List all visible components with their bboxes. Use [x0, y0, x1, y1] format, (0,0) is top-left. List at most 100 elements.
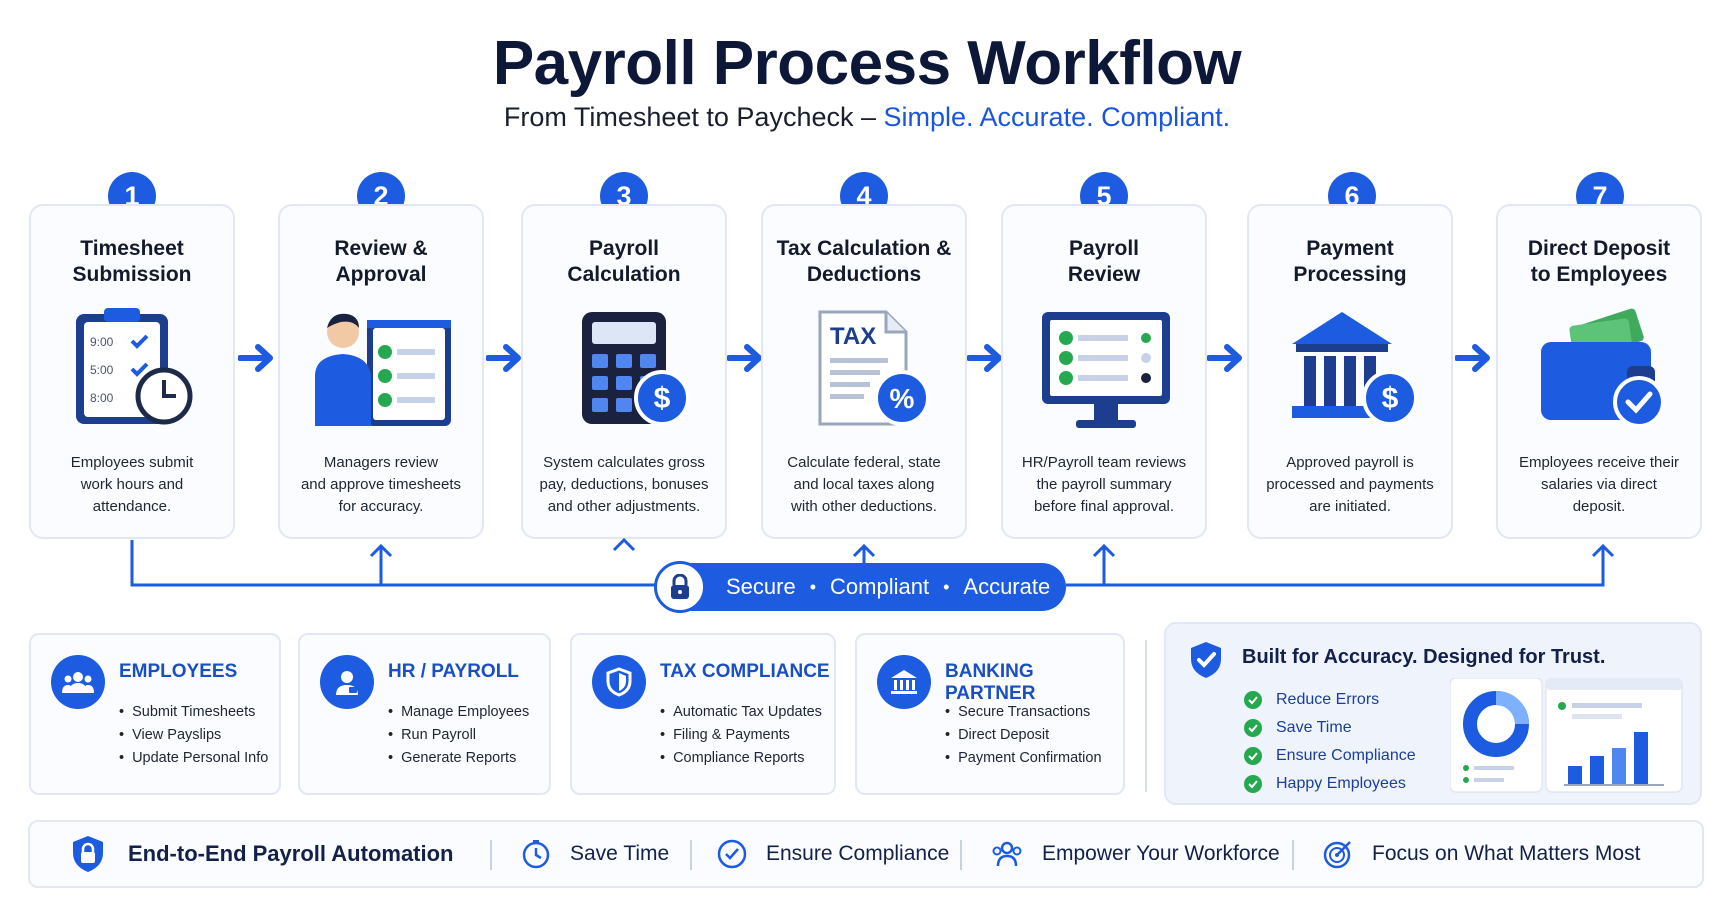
arrow-right-icon — [486, 344, 521, 372]
step-5-desc: HR/Payroll team reviews the payroll summ… — [1021, 454, 1187, 515]
feature-label: Focus on What Matters Most — [1372, 842, 1641, 865]
tax-document-icon: TAX % — [818, 310, 930, 426]
list-item: Secure Transactions — [945, 701, 1102, 724]
pill-dot: • — [943, 576, 950, 597]
feature-label: Empower Your Workforce — [1042, 842, 1280, 865]
manager-review-icon — [315, 313, 451, 426]
stopwatch-icon — [522, 840, 550, 869]
divider — [1292, 840, 1294, 870]
step-2-card: Review & Approval Managers review and ap… — [278, 204, 484, 539]
step-2-title: Review & Approval — [334, 237, 428, 286]
bottom-main-label: End-to-End Payroll Automation — [128, 841, 454, 866]
bank-icon — [877, 655, 931, 709]
step-1-title: Timesheet Submission — [72, 237, 192, 286]
role-card-employees: EMPLOYEES Submit Timesheets View Payslip… — [29, 633, 281, 795]
users-icon — [51, 655, 105, 709]
list-item: Reduce Errors — [1244, 686, 1416, 714]
shield-check-icon — [1191, 642, 1221, 678]
step-5-title: Payroll Review — [1067, 237, 1141, 286]
pill-compliant: Compliant — [830, 574, 930, 599]
step-1-card: Timesheet Submission 9:00 5:00 8:00 Empl… — [29, 204, 235, 539]
arrow-right-icon — [1455, 344, 1490, 372]
page-title: Payroll Process Workflow — [492, 29, 1242, 98]
step-5-card: Payroll Review HR/Payroll team reviews t… — [1001, 204, 1207, 539]
benefit-label: Reduce Errors — [1276, 691, 1380, 708]
list-item: Update Personal Info — [119, 747, 268, 770]
svg-text:$: $ — [654, 382, 671, 415]
page-subtitle: From Timesheet to Paycheck – Simple. Acc… — [0, 102, 1734, 133]
feature-label: Save Time — [570, 842, 670, 865]
tax-label: TAX — [830, 323, 876, 350]
step-4-desc: Calculate federal, state and local taxes… — [787, 454, 941, 515]
role-list: Automatic Tax Updates Filing & Payments … — [660, 701, 822, 770]
list-item: Payment Confirmation — [945, 747, 1101, 770]
divider — [690, 840, 692, 870]
feedback-connector-lines — [130, 537, 1615, 587]
step-4-card: Tax Calculation & Deductions TAX % Calcu… — [761, 204, 967, 539]
ensure-compliance-feature: Ensure Compliance — [716, 822, 949, 886]
pill-secure: Secure — [726, 574, 796, 599]
step-6-card: Payment Processing $ Approved payroll is… — [1247, 204, 1453, 539]
time-label-1: 9:00 — [90, 335, 114, 349]
role-list: Secure Transactions Direct Deposit Payme… — [945, 701, 1102, 770]
shield-icon — [592, 655, 646, 709]
list-item: Automatic Tax Updates — [660, 701, 822, 724]
benefit-label: Happy Employees — [1276, 775, 1406, 792]
focus-feature: Focus on What Matters Most — [1322, 822, 1640, 886]
step-2-desc: Managers review and approve timesheets f… — [300, 454, 462, 515]
pill-dot: • — [809, 576, 817, 597]
role-title: HR / PAYROLL — [388, 661, 519, 682]
list-item: Submit Timesheets — [119, 701, 268, 724]
arrow-right-icon — [1207, 344, 1242, 372]
automation-feature: End-to-End Payroll Automation — [70, 822, 454, 886]
role-title: BANKING PARTNER — [945, 661, 1036, 704]
pill-accurate: Accurate — [963, 574, 1051, 599]
check-icon — [1244, 691, 1262, 709]
bottom-feature-bar: End-to-End Payroll Automation Save Time … — [28, 820, 1704, 888]
empower-workforce-feature: Empower Your Workforce — [990, 822, 1280, 886]
subtitle-highlight: Simple. Accurate. Compliant. — [883, 102, 1231, 132]
monitor-review-icon — [1042, 312, 1170, 428]
time-label-2: 5:00 — [90, 363, 114, 377]
wallet-deposit-icon — [1541, 308, 1665, 428]
step-6-title: Payment Processing — [1293, 237, 1407, 286]
divider — [960, 840, 962, 870]
role-list: Submit Timesheets View Payslips Update P… — [119, 701, 268, 770]
check-circle-icon — [717, 839, 747, 869]
list-item: View Payslips — [119, 724, 268, 747]
list-item: Happy Employees — [1244, 770, 1416, 798]
dashboard-illustration-icon — [1450, 678, 1683, 793]
list-item: Ensure Compliance — [1244, 742, 1416, 770]
step-1-desc: Employees submit work hours and attendan… — [70, 454, 194, 515]
role-card-banking-partner: BANKING PARTNER Secure Transactions Dire… — [855, 633, 1125, 795]
step-7-card: Direct Deposit to Employees Employees re… — [1496, 204, 1702, 539]
role-card-hr-payroll: HR / PAYROLL Manage Employees Run Payrol… — [298, 633, 551, 795]
benefit-label: Save Time — [1276, 719, 1352, 736]
calculator-icon: $ — [582, 312, 690, 426]
time-label-3: 8:00 — [90, 391, 114, 405]
role-title: TAX COMPLIANCE — [660, 661, 830, 682]
timesheet-clipboard-icon: 9:00 5:00 8:00 — [76, 308, 193, 425]
step-7-title: Direct Deposit to Employees — [1527, 237, 1671, 286]
check-icon — [1244, 747, 1262, 765]
list-item: Run Payroll — [388, 724, 529, 747]
trust-benefits-list: Reduce Errors Save Time Ensure Complianc… — [1244, 686, 1416, 798]
list-item: Manage Employees — [388, 701, 529, 724]
target-icon — [1323, 841, 1351, 869]
check-icon — [1244, 719, 1262, 737]
trust-title: Built for Accuracy. Designed for Trust. — [1242, 646, 1606, 668]
subtitle-plain: From Timesheet to Paycheck – — [503, 102, 884, 132]
role-title: EMPLOYEES — [119, 661, 238, 682]
divider — [1145, 640, 1147, 792]
divider — [490, 840, 492, 870]
team-icon — [992, 841, 1022, 867]
arrow-right-icon — [238, 344, 273, 372]
arrow-right-icon — [967, 344, 1002, 372]
step-6-desc: Approved payroll is processed and paymen… — [1266, 454, 1434, 515]
role-card-tax-compliance: TAX COMPLIANCE Automatic Tax Updates Fil… — [570, 633, 836, 795]
role-list: Manage Employees Run Payroll Generate Re… — [388, 701, 529, 770]
step-3-title: Payroll Calculation — [567, 237, 681, 286]
list-item: Save Time — [1244, 714, 1416, 742]
lock-icon — [654, 561, 706, 613]
step-4-title: Tax Calculation & Deductions — [776, 237, 952, 286]
